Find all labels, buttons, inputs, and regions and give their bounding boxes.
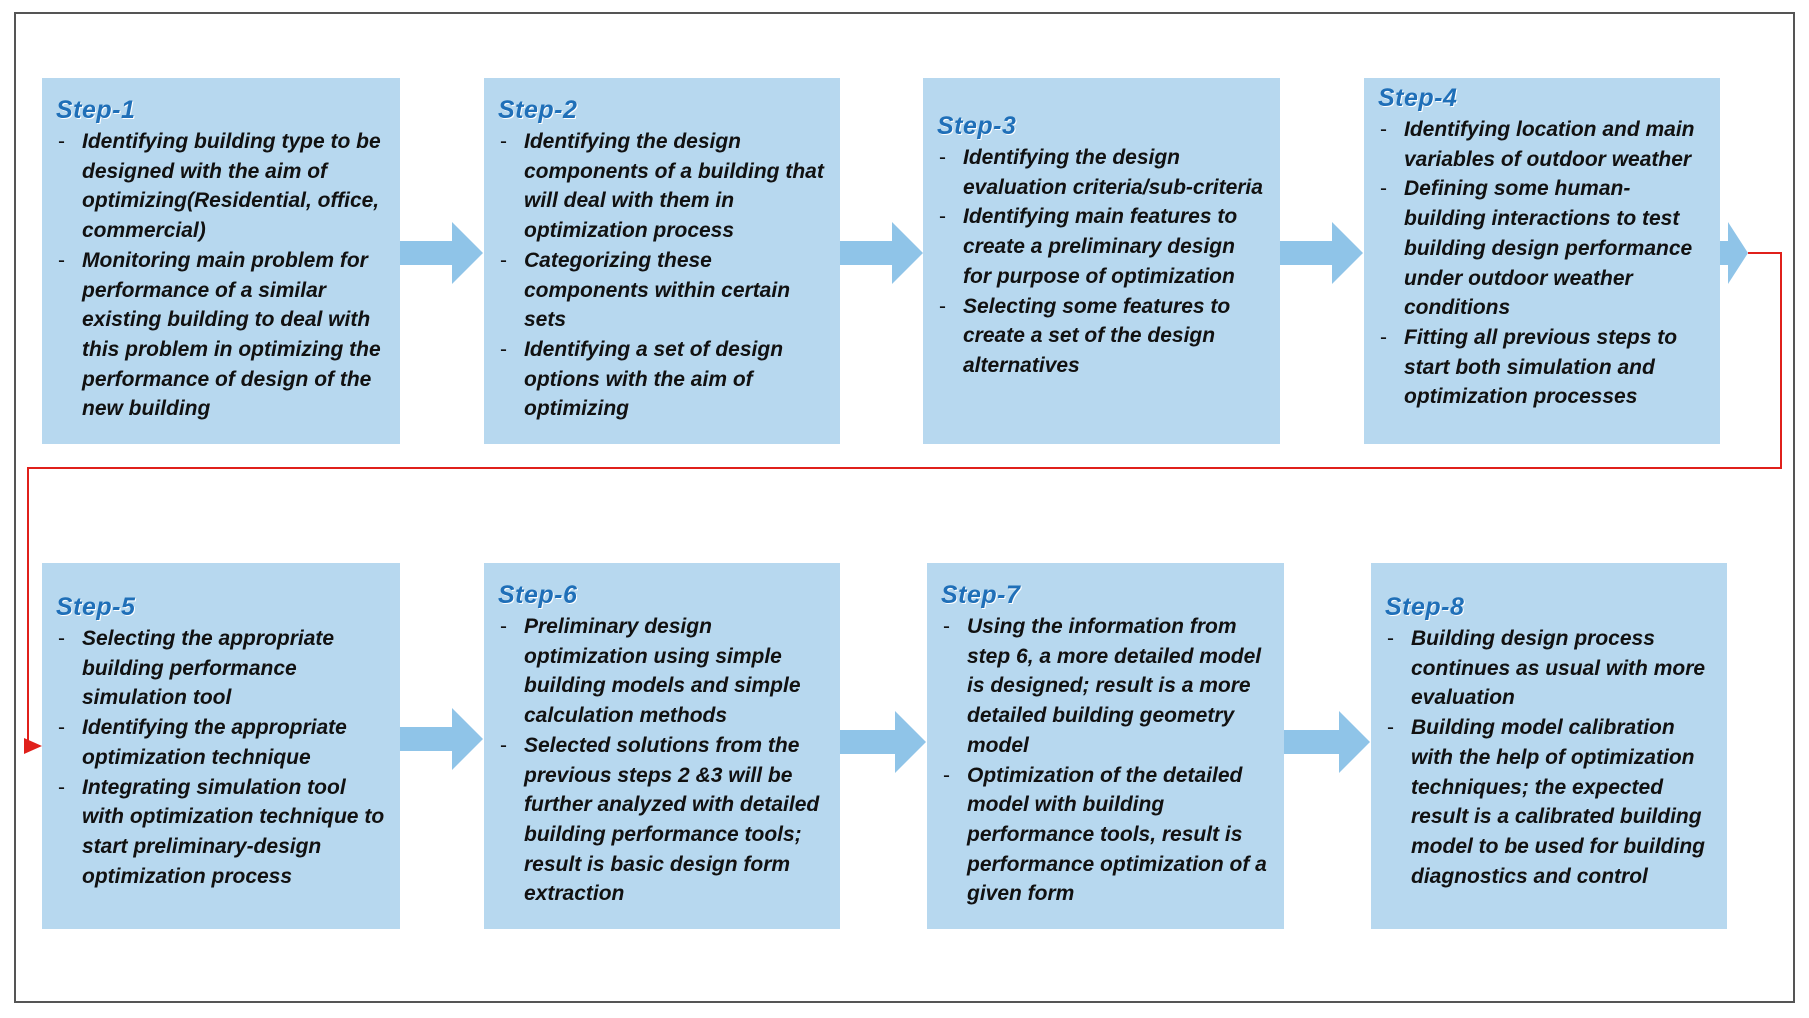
step-2-item-1: Identifying the design components of a b… (498, 127, 826, 246)
connector-row1-to-row2 (24, 252, 1782, 754)
step-4-item-2: Defining some human-building interaction… (1378, 174, 1706, 323)
step-1-box: Step-1 Identifying building type to be d… (42, 78, 400, 444)
step-4-item-3: Fitting all previous steps to start both… (1378, 323, 1706, 412)
arrow-step6-to-step7 (840, 711, 926, 773)
step-6-box: Step-6 Preliminary design optimization u… (484, 563, 840, 929)
step-3-box: Step-3 Identifying the design evaluation… (923, 78, 1280, 444)
arrow-step1-to-step2 (400, 222, 483, 284)
step-6-item-2: Selected solutions from the previous ste… (498, 731, 826, 909)
step-3-item-3: Selecting some features to create a set … (937, 292, 1266, 381)
step-2-item-2: Categorizing these components within cer… (498, 246, 826, 335)
step-2-title: Step-2 (498, 96, 578, 124)
step-3-item-2: Identifying main features to create a pr… (937, 202, 1266, 291)
step-8-item-1: Building design process continues as usu… (1385, 624, 1713, 713)
step-5-title: Step-5 (56, 593, 136, 621)
step-8-item-2: Building model calibration with the help… (1385, 713, 1713, 891)
step-6-item-1: Preliminary design optimization using si… (498, 612, 826, 731)
step-5-box: Step-5 Selecting the appropriate buildin… (42, 563, 400, 929)
arrow-step4-out (1720, 222, 1748, 284)
arrow-step7-to-step8 (1284, 711, 1370, 773)
step-2-item-3: Identifying a set of design options with… (498, 335, 826, 424)
step-7-item-2: Optimization of the detailed model with … (941, 761, 1270, 910)
step-8-title: Step-8 (1385, 593, 1465, 621)
step-1-item-1: Identifying building type to be designed… (56, 127, 386, 246)
arrow-step5-to-step6 (400, 708, 483, 770)
step-3-item-1: Identifying the design evaluation criter… (937, 143, 1266, 202)
step-1-item-2: Monitoring main problem for performance … (56, 246, 386, 424)
step-4-title: Step-4 (1378, 84, 1458, 112)
step-4-box: Step-4 Identifying location and main var… (1364, 78, 1720, 444)
step-6-title: Step-6 (498, 581, 578, 609)
step-7-item-1: Using the information from step 6, a mor… (941, 612, 1270, 761)
arrow-step3-to-step4 (1280, 222, 1363, 284)
arrow-step2-to-step3 (840, 222, 923, 284)
step-4-item-1: Identifying location and main variables … (1378, 115, 1706, 174)
diagram-frame (14, 12, 1795, 1003)
step-8-box: Step-8 Building design process continues… (1371, 563, 1727, 929)
step-7-title: Step-7 (941, 581, 1021, 609)
step-3-title: Step-3 (937, 112, 1017, 140)
step-5-item-1: Selecting the appropriate building perfo… (56, 624, 386, 713)
step-1-title: Step-1 (56, 96, 136, 124)
step-5-item-2: Identifying the appropriate optimization… (56, 713, 386, 772)
step-2-box: Step-2 Identifying the design components… (484, 78, 840, 444)
step-5-item-3: Integrating simulation tool with optimiz… (56, 773, 386, 892)
step-7-box: Step-7 Using the information from step 6… (927, 563, 1284, 929)
